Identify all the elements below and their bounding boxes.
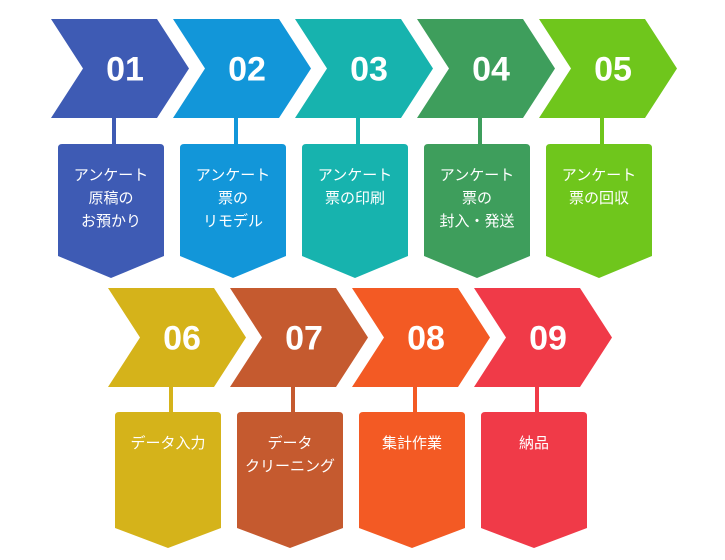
step-09-connector bbox=[535, 387, 539, 412]
step-03-connector bbox=[356, 118, 360, 144]
step-06-connector bbox=[169, 387, 173, 412]
step-06-label-box bbox=[115, 412, 221, 548]
step-05-number: 05 bbox=[594, 51, 632, 89]
step-03-number: 03 bbox=[350, 51, 388, 89]
step-06-chevron bbox=[108, 288, 246, 387]
step-07-label-box bbox=[237, 412, 343, 548]
step-04-connector bbox=[478, 118, 482, 144]
step-09-chevron bbox=[474, 288, 612, 387]
step-02-connector bbox=[234, 118, 238, 144]
step-09-label: 納品 bbox=[518, 434, 549, 452]
step-01-number: 01 bbox=[106, 51, 144, 89]
step-05-label: アンケート 票の回収 bbox=[561, 166, 637, 207]
step-08-connector bbox=[413, 387, 417, 412]
step-09-label-box bbox=[481, 412, 587, 548]
step-01-connector bbox=[112, 118, 116, 144]
step-06-label: データ入力 bbox=[130, 434, 206, 452]
step-06-number: 06 bbox=[163, 320, 201, 358]
step-02-label: アンケート 票の リモデル bbox=[195, 166, 271, 230]
step-02-number: 02 bbox=[228, 51, 266, 89]
step-08-label-box bbox=[359, 412, 465, 548]
step-05-chevron bbox=[539, 19, 677, 118]
step-02-chevron bbox=[173, 19, 311, 118]
step-04-label: アンケート 票の 封入・発送 bbox=[439, 166, 515, 230]
step-07-chevron bbox=[230, 288, 368, 387]
step-04-chevron bbox=[417, 19, 555, 118]
step-01-label-box bbox=[58, 144, 164, 278]
step-03-chevron bbox=[295, 19, 433, 118]
step-08-number: 08 bbox=[407, 320, 445, 358]
step-02-label-box bbox=[180, 144, 286, 278]
step-01-chevron bbox=[51, 19, 189, 118]
step-08-chevron bbox=[352, 288, 490, 387]
step-04-label-box bbox=[424, 144, 530, 278]
step-07-connector bbox=[291, 387, 295, 412]
step-09-number: 09 bbox=[529, 320, 567, 358]
step-05-label-box bbox=[546, 144, 652, 278]
step-04-number: 04 bbox=[472, 51, 510, 89]
step-03-label: アンケート 票の印刷 bbox=[317, 166, 393, 207]
step-01-label: アンケート 原稿の お預かり bbox=[73, 166, 149, 230]
step-03-label-box bbox=[302, 144, 408, 278]
step-08-label: 集計作業 bbox=[381, 434, 442, 452]
step-05-connector bbox=[600, 118, 604, 144]
step-07-label: データ クリーニング bbox=[244, 434, 335, 475]
step-07-number: 07 bbox=[285, 320, 323, 358]
